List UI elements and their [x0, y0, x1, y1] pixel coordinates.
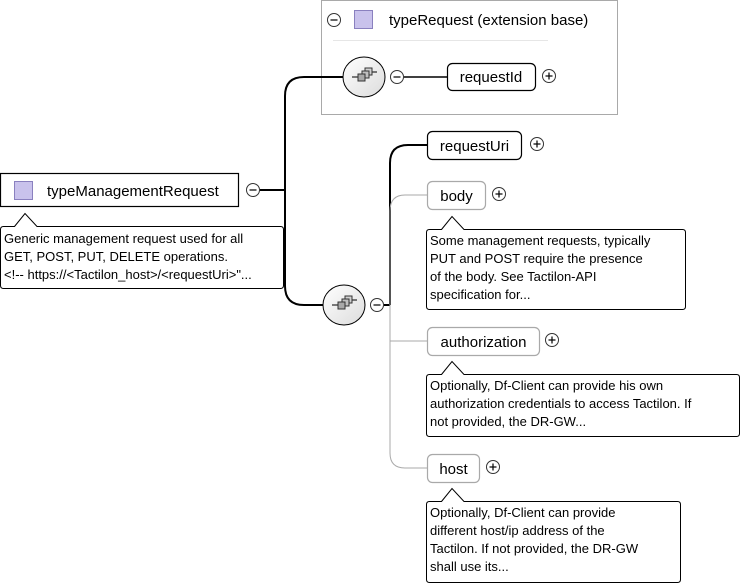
- extension-sequence-compositor[interactable]: [342, 56, 386, 98]
- connector-host: [389, 305, 427, 469]
- collapse-main-sequence-icon[interactable]: [369, 297, 385, 313]
- connector: [284, 190, 323, 306]
- element-label: body: [440, 188, 473, 205]
- doc-line: GET, POST, PUT, DELETE operations.: [4, 249, 228, 264]
- host-documentation-text: Optionally, Df-Client can provide differ…: [430, 504, 679, 576]
- doc-line: of the body. See Tactilon-API: [430, 269, 597, 284]
- doc-line: specification for...: [430, 287, 531, 302]
- extension-base-title: typeRequest (extension base): [389, 12, 588, 29]
- main-sequence-compositor[interactable]: [322, 284, 366, 326]
- expand-requestId-icon[interactable]: [541, 68, 557, 84]
- doc-line: Tactilon. If not provided, the DR-GW: [430, 541, 639, 556]
- element-authorization[interactable]: authorization: [426, 326, 541, 357]
- host-documentation-callout: [426, 487, 681, 583]
- doc-line: Optionally, Df-Client can provide: [430, 505, 616, 520]
- connector-requestUri: [389, 144, 427, 305]
- connector-body: [389, 194, 427, 305]
- element-requestId[interactable]: requestId: [446, 62, 537, 92]
- authorization-documentation-text: Optionally, Df-Client can provide his ow…: [430, 377, 738, 431]
- collapse-extension-icon[interactable]: [326, 12, 342, 28]
- doc-line: PUT and POST require the presence: [430, 251, 643, 266]
- type-icon: [14, 181, 33, 200]
- body-documentation-text: Some management requests, typically PUT …: [430, 232, 684, 304]
- authorization-documentation-callout: [426, 360, 740, 437]
- element-label: requestId: [460, 69, 523, 86]
- connector: [284, 76, 343, 190]
- connector-authorization: [389, 305, 427, 342]
- root-documentation-callout: [0, 212, 284, 289]
- root-documentation-text: Generic management request used for all …: [4, 230, 282, 284]
- body-documentation-callout: [426, 215, 686, 310]
- element-label: host: [439, 461, 468, 478]
- doc-line: Optionally, Df-Client can provide his ow…: [430, 378, 664, 393]
- element-label: requestUri: [440, 138, 509, 155]
- collapse-root-icon[interactable]: [245, 182, 261, 198]
- doc-line: Some management requests, typically: [430, 233, 651, 248]
- doc-line: shall use its...: [430, 559, 509, 574]
- element-host[interactable]: host: [426, 453, 481, 484]
- root-element-label: typeManagementRequest: [47, 183, 220, 200]
- element-requestUri[interactable]: requestUri: [426, 130, 523, 161]
- doc-line: different host/ip address of the: [430, 523, 605, 538]
- doc-line: <!-- https://<Tactilon_host>/<requestUri…: [4, 267, 252, 282]
- doc-line: Generic management request used for all: [4, 231, 244, 246]
- expand-host-icon[interactable]: [485, 459, 501, 475]
- element-body[interactable]: body: [426, 180, 487, 211]
- doc-line: authorization credentials to access Tact…: [430, 396, 692, 411]
- expand-body-icon[interactable]: [491, 186, 507, 202]
- type-icon: [354, 10, 373, 29]
- element-label: authorization: [441, 334, 527, 351]
- expand-authorization-icon[interactable]: [544, 332, 560, 348]
- root-element-typeManagementRequest[interactable]: typeManagementRequest: [0, 172, 240, 208]
- expand-requestUri-icon[interactable]: [529, 136, 545, 152]
- doc-line: not provided, the DR-GW...: [430, 414, 587, 429]
- collapse-extension-sequence-icon[interactable]: [389, 69, 405, 85]
